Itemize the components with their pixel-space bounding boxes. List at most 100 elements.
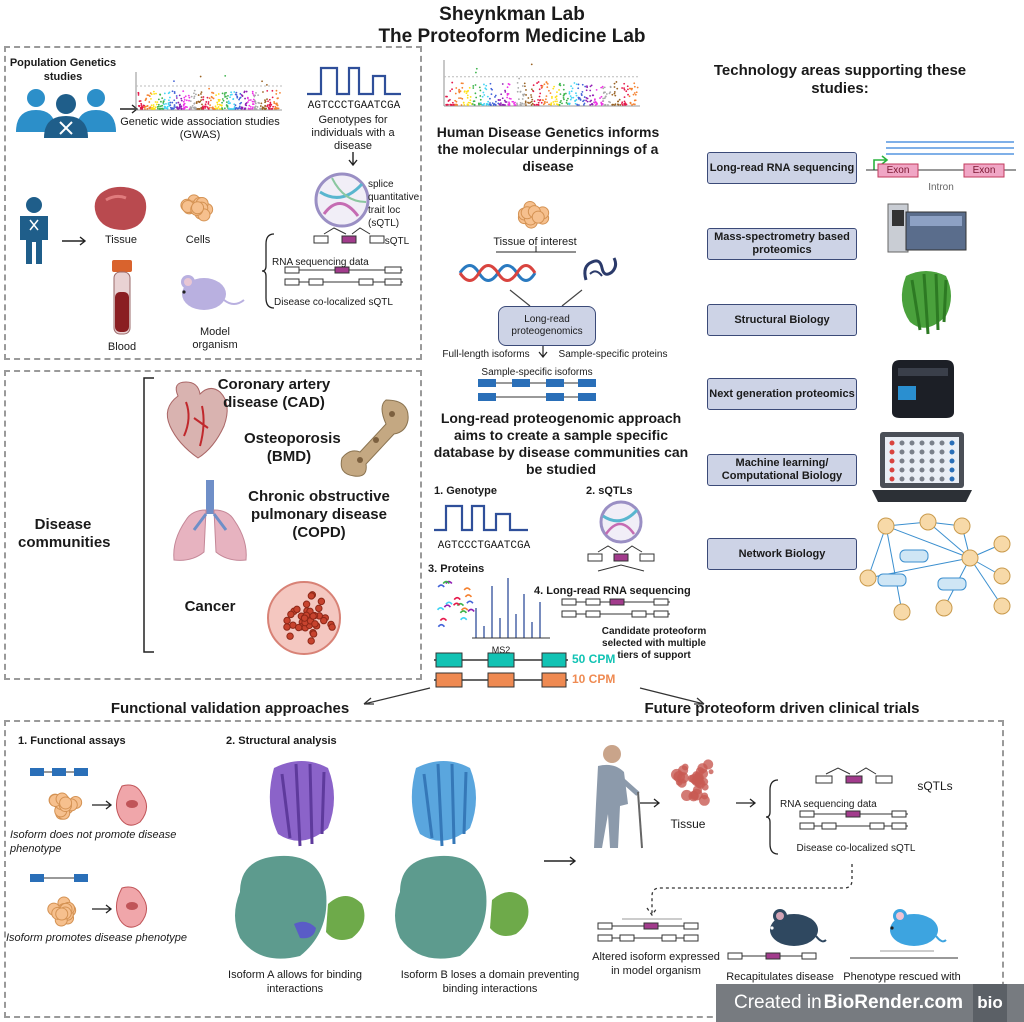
genotypes-label: Genotypes for individuals with a disease (311, 114, 395, 152)
diseased-cell-icon-2 (116, 886, 147, 928)
tf-node (937, 577, 967, 591)
plot-point (472, 87, 475, 89)
plot-point (469, 96, 472, 98)
population-genetics-panel (4, 46, 422, 360)
plot-point (523, 93, 526, 96)
plot-point (152, 104, 155, 106)
plot-point (169, 106, 172, 109)
plot-point (190, 95, 193, 98)
no-promote-label: Isoform does not promote disease phenoty… (10, 829, 177, 855)
plot-point (469, 101, 471, 104)
plot-point (632, 103, 635, 106)
long-read-seq-header: 4. Long-read RNA sequencing (534, 585, 691, 597)
plot-point (167, 103, 170, 106)
plot-point (267, 100, 269, 103)
plot-point (537, 98, 539, 101)
plot-point (146, 105, 149, 107)
plot-point (629, 101, 632, 104)
plot-point (146, 94, 149, 97)
plot-point (252, 106, 254, 109)
plot-point (202, 98, 205, 101)
plot-point (521, 98, 524, 100)
biorender-badge[interactable]: Created in BioRender.com bio (716, 984, 1024, 1022)
plot-point (270, 108, 272, 110)
full-length-label: Full-length isoforms (442, 349, 530, 360)
plot-point (223, 93, 226, 96)
plot-point (621, 101, 624, 104)
plot-point (235, 91, 238, 94)
plot-point (177, 108, 180, 110)
plot-point (570, 96, 573, 99)
plot-point (261, 108, 264, 110)
tissue-cell (698, 768, 709, 779)
page-subtitle: The Proteoform Medicine Lab (378, 26, 646, 47)
nn-node (919, 440, 925, 446)
plot-point (580, 94, 583, 97)
plot-point (275, 103, 278, 106)
plot-point (447, 103, 449, 106)
plot-point (614, 103, 617, 106)
plot-point (202, 96, 205, 98)
plot-point (221, 92, 224, 95)
plot-point (183, 96, 186, 99)
cells-icon (180, 194, 214, 222)
isoform-a-label: Isoform A allows for binding interaction… (228, 969, 362, 995)
plot-point (137, 92, 140, 95)
plot-point (205, 101, 208, 103)
plot-point (516, 104, 519, 106)
plot-point (193, 102, 196, 105)
plot-point (161, 97, 164, 100)
plot-point (502, 104, 505, 106)
plot-point (472, 100, 475, 103)
plot-point (508, 104, 511, 106)
tumor-cell (293, 605, 301, 614)
plot-point (486, 95, 489, 98)
page-title: Sheynkman Lab (439, 4, 585, 25)
laptop-base (872, 490, 972, 502)
plot-point (590, 103, 593, 106)
plot-point (548, 103, 550, 106)
plot-point (570, 85, 573, 88)
plot-point (609, 86, 612, 89)
plot-point (548, 89, 550, 92)
plot-point (261, 80, 263, 83)
nn-node (909, 449, 915, 455)
plot-point (613, 82, 616, 85)
plot-point (581, 90, 584, 93)
tumor-cell (315, 604, 323, 613)
nn-node (949, 458, 955, 464)
plot-point (191, 105, 194, 107)
plot-point (463, 90, 466, 93)
plot-point (594, 104, 597, 106)
plot-point (497, 98, 500, 101)
plot-point (519, 103, 522, 106)
plot-point (168, 99, 170, 102)
plot-point (445, 104, 448, 106)
plot-point (603, 86, 606, 89)
plot-point (140, 102, 143, 105)
plot-point (238, 97, 241, 100)
plot-point (479, 98, 482, 101)
plot-point (483, 83, 485, 86)
plot-point (462, 101, 465, 104)
plot-point (565, 99, 568, 102)
isoform-blue-icon-2 (30, 874, 88, 882)
plot-point (230, 91, 233, 94)
blue-mouse-icon (890, 909, 947, 946)
clinical-trials-title: Future proteoform driven clinical trials (644, 700, 920, 717)
plot-point (165, 102, 167, 105)
plot-point (255, 108, 258, 110)
tumor-cell (317, 597, 326, 606)
plot-point (246, 96, 249, 99)
proteins-header: 3. Proteins (428, 563, 485, 575)
plot-point (455, 103, 457, 106)
plot-point (482, 91, 485, 94)
plot-point (635, 91, 638, 94)
plot-point (217, 93, 220, 95)
colocalized-label: Disease co-localized sQTL (274, 297, 393, 308)
plot-point (206, 96, 209, 99)
plot-point (186, 106, 188, 109)
tissue-of-interest-label: Tissue of interest (493, 236, 577, 248)
plot-point (507, 83, 510, 85)
plot-point (240, 93, 243, 96)
